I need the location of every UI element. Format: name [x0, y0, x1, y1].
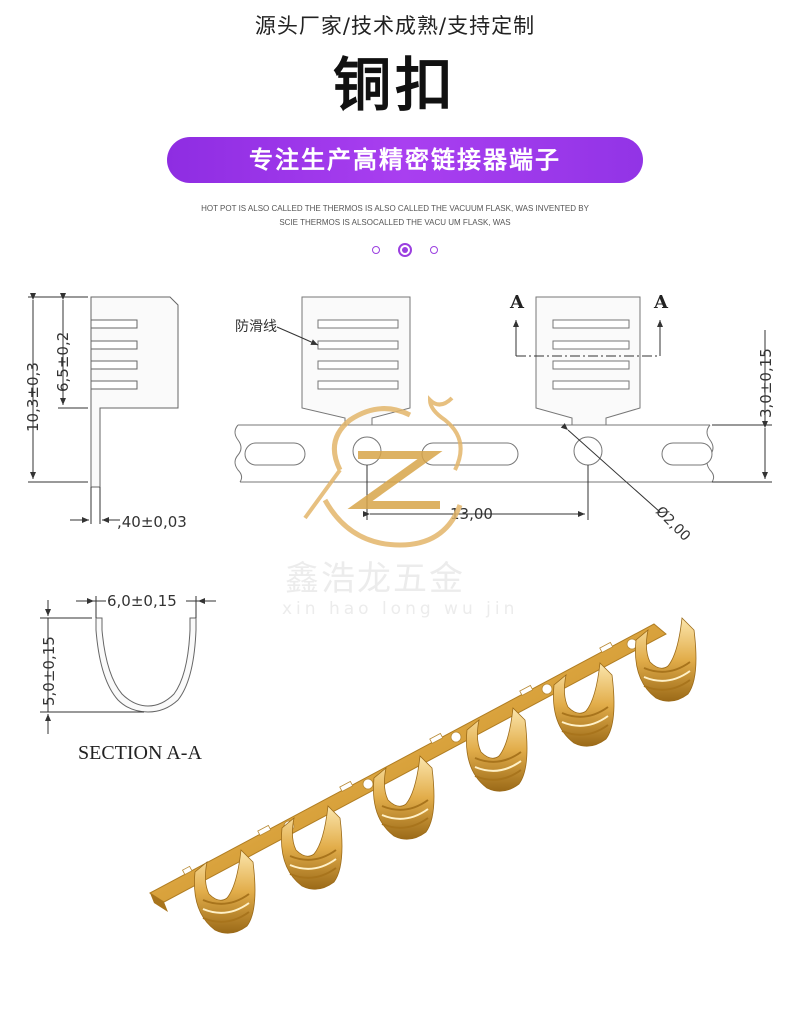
section-mark-left: A: [509, 292, 525, 313]
contact-ridge: [289, 858, 337, 870]
dim-slot-height: 6,5±0,2: [54, 332, 72, 392]
watermark-logo: [303, 395, 463, 548]
carousel-dot[interactable]: [372, 246, 380, 254]
dim-total-height: 10,3±0,3: [24, 362, 42, 432]
antislip-leader: [276, 326, 319, 346]
hole-leader: [560, 423, 661, 513]
carousel-dot[interactable]: [430, 246, 438, 254]
section-view: [95, 617, 197, 713]
banner: 专注生产高精密链接器端子: [167, 137, 643, 183]
dim-width: 6,0±0,15: [107, 592, 177, 610]
subtext-line-2: SCIE THERMOS IS ALSOCALLED THE VACU UM F…: [279, 218, 511, 227]
contact-ridge: [643, 670, 691, 682]
brass-contact: [466, 707, 528, 792]
watermark-cn: 鑫浩龙五金: [285, 559, 465, 599]
contact-ridge: [202, 902, 250, 914]
contact-ridge: [474, 751, 522, 763]
brass-contact: [281, 805, 343, 890]
contact-ridge: [381, 799, 429, 811]
tagline: 源头厂家/技术成熟/支持定制: [254, 14, 536, 38]
contact-ridge: [561, 706, 609, 718]
brass-contact: [635, 617, 697, 702]
contact-ridge: [202, 911, 250, 923]
page-title: 铜扣: [332, 51, 457, 119]
contact-front-1: [301, 296, 411, 426]
carousel-dot-active[interactable]: [398, 243, 412, 257]
dim-thickness: ,40±0,03: [117, 513, 187, 531]
contact-ridge: [561, 724, 609, 736]
side-view-dimensions: [28, 293, 120, 524]
carrier-strip: [234, 424, 715, 483]
contact-ridge: [202, 893, 250, 905]
contact-ridge: [643, 661, 691, 673]
contact-ridge: [289, 867, 337, 879]
subtext-line-1: HOT POT IS ALSO CALLED THE THERMOS IS AL…: [201, 204, 589, 213]
brass-contact: [194, 849, 256, 934]
watermark-pinyin: xin hao long wu jin: [282, 599, 518, 619]
brass-contact: [553, 662, 615, 747]
product-photo: [149, 623, 667, 912]
contact-ridge: [643, 679, 691, 691]
dim-strip-height: 3,0±0,15: [757, 348, 775, 418]
section-line: [513, 320, 663, 357]
contact-ridge: [474, 769, 522, 781]
section-title: SECTION A-A: [78, 742, 202, 764]
strip-height-dim: [712, 330, 772, 483]
section-mark-right: A: [653, 292, 669, 313]
label-antislip: 防滑线: [235, 318, 277, 335]
side-view: [90, 296, 179, 488]
carousel-dots: [372, 243, 438, 257]
contact-ridge: [561, 715, 609, 727]
contact-ridge: [381, 808, 429, 820]
section-dims: [40, 596, 216, 734]
contact-ridge: [474, 760, 522, 772]
dim-depth: 5,0±0,15: [40, 636, 58, 706]
contact-front-2: [535, 296, 641, 426]
contact-ridge: [381, 817, 429, 829]
subtext: HOT POT IS ALSO CALLED THE THERMOS IS AL…: [195, 202, 595, 230]
pitch-dim: [363, 465, 589, 520]
contact-ridge: [289, 849, 337, 861]
brass-contact: [373, 755, 435, 840]
